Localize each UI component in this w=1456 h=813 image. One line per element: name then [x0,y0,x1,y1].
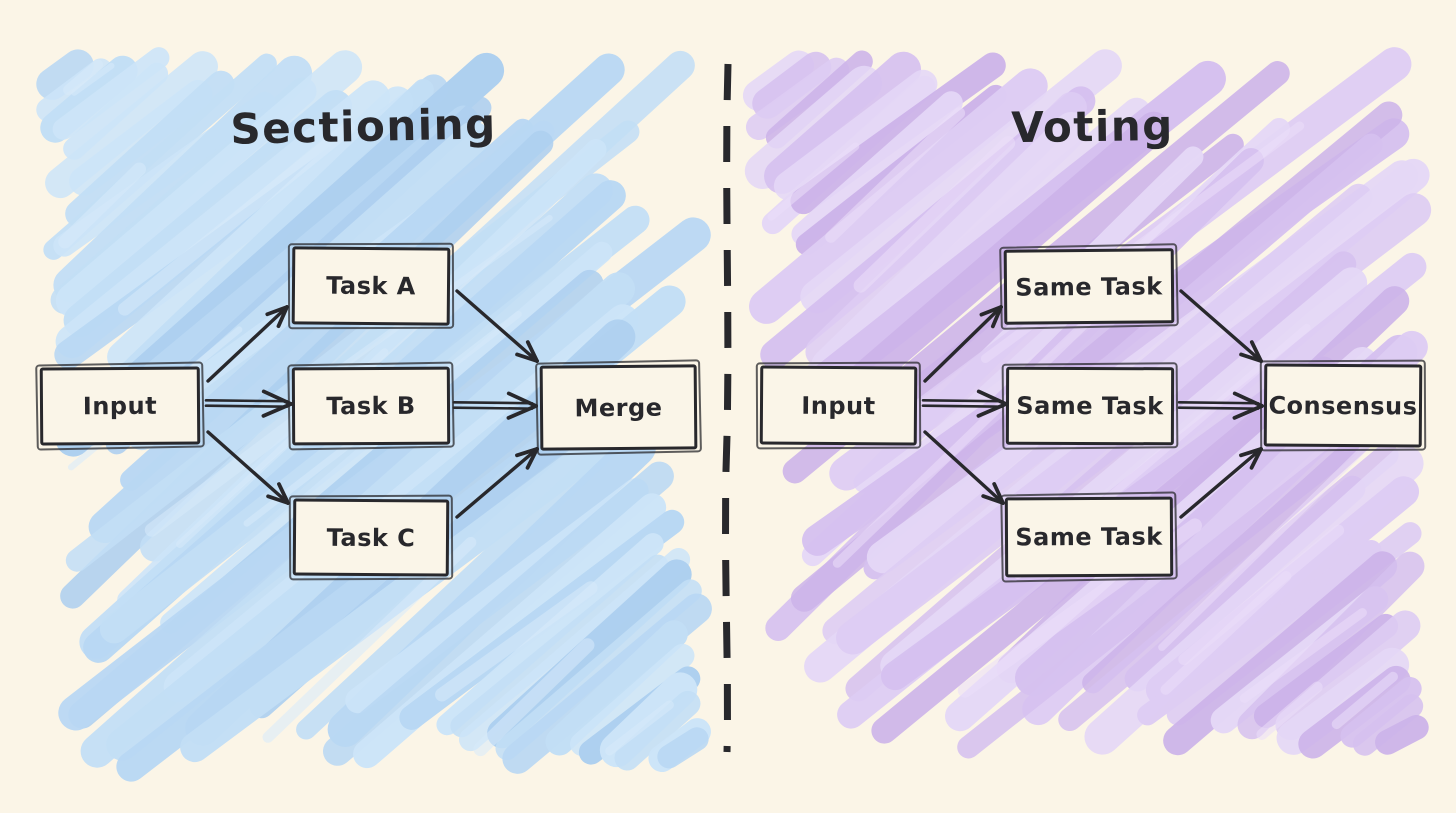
node-label: Task C [326,523,416,552]
node-label: Same Task [1016,391,1164,421]
node-same-task-3: Same Task [1004,496,1174,578]
node-label: Task A [326,271,416,301]
node-label: Merge [574,393,663,422]
node-label: Task B [326,391,416,421]
node-same-task-1: Same Task [1003,248,1175,325]
node-right-input: Input [759,365,918,446]
node-merge: Merge [539,364,698,451]
node-task-a: Task A [291,246,451,326]
node-label: Input [82,391,158,421]
node-label: Input [801,391,876,420]
node-label: Consensus [1268,390,1418,421]
node-consensus: Consensus [1263,363,1423,448]
node-task-c: Task C [292,498,450,577]
node-task-b: Task B [291,366,451,446]
node-same-task-2: Same Task [1005,366,1175,446]
node-label: Same Task [1015,271,1163,302]
panel-title-voting: Voting [1010,100,1175,153]
node-left-input: Input [39,366,201,446]
node-label: Same Task [1015,522,1163,552]
